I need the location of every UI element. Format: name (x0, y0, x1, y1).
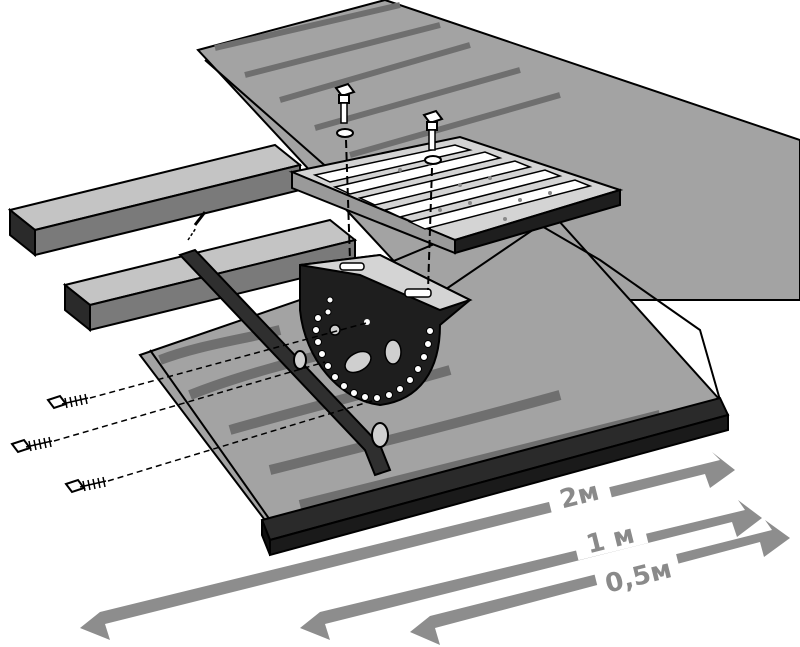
side-bolt-1 (46, 321, 371, 410)
support-strap (178, 248, 392, 477)
side-bolt-3 (64, 399, 376, 494)
bracket-slot (339, 262, 365, 271)
strap-hole (371, 422, 389, 448)
top-bolt-right (422, 109, 444, 291)
side-bolt-2 (10, 361, 326, 454)
dimension-arrow-2m: 2м (80, 452, 735, 640)
mounting-bracket (299, 253, 473, 407)
bracket-slot (404, 288, 432, 298)
strap-hole (293, 350, 307, 370)
dimension-label-bg (545, 472, 613, 516)
dimension-label-2m: 2м (557, 477, 602, 516)
eave-batten (260, 396, 730, 557)
top-bolt-left (334, 82, 356, 261)
roof-step-grating (288, 135, 624, 255)
bracket-holes (312, 296, 434, 402)
dimension-label-1m: 1 м (583, 520, 637, 561)
dimension-label-05m: 0,5м (602, 554, 675, 599)
nail (187, 211, 207, 241)
dimension-arrows: 2м 1 м 0,5м (80, 452, 790, 645)
